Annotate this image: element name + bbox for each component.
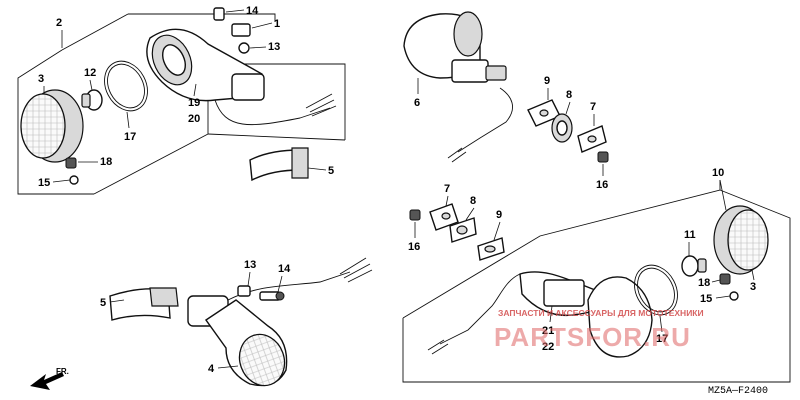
- callout-2: 2: [56, 17, 62, 29]
- callouts-mid: 7 8 9 16: [408, 183, 502, 253]
- front-label: FR.: [56, 367, 69, 376]
- callout-18: 18: [100, 156, 112, 168]
- callout-17b: 17: [656, 333, 668, 345]
- callout-14b: 14: [278, 263, 291, 275]
- front-direction-arrow: FR.: [30, 367, 69, 390]
- gasket-ring-front-left: [104, 60, 148, 112]
- callout-15: 15: [38, 177, 50, 189]
- diagram-code: MZ5A—F2400: [708, 386, 768, 397]
- callouts-rear-top: 6 9 8 7 16: [414, 75, 608, 191]
- callout-17: 17: [124, 131, 136, 143]
- callouts-bottom-left: 5 13 14 4: [100, 259, 291, 375]
- watermark: ЗАПЧАСТИ И АКСЕССУАРЫ ДЛЯ МОТОТЕХНИКИ PA…: [494, 308, 704, 352]
- lens-rear-right: [713, 205, 769, 275]
- bulb-front-left: [81, 89, 103, 111]
- callout-3: 3: [38, 73, 44, 85]
- housing-front-left: [146, 28, 337, 126]
- callout-21: 21: [542, 325, 554, 337]
- callout-9b: 9: [496, 209, 502, 221]
- callout-18b: 18: [698, 277, 710, 289]
- callout-15b: 15: [700, 293, 712, 305]
- callout-14: 14: [246, 5, 259, 17]
- callout-20: 20: [188, 113, 200, 125]
- callout-13: 13: [268, 41, 280, 53]
- spacers-rear-right-mid: [409, 203, 505, 261]
- callout-11: 11: [684, 229, 696, 241]
- screws-bottom-left: [237, 285, 285, 301]
- callout-3b: 3: [750, 281, 756, 293]
- bulb-rear-right: [681, 255, 707, 277]
- callout-12: 12: [84, 67, 96, 79]
- bolt-rear-right: [719, 273, 739, 301]
- lens-front-left: [20, 89, 84, 163]
- bracket-front-left: [249, 147, 309, 182]
- callout-5b: 5: [100, 297, 106, 309]
- callout-7: 7: [590, 101, 596, 113]
- assembly-frame-rear-right: [402, 180, 791, 383]
- watermark-tagline: ЗАПЧАСТИ И АКСЕССУАРЫ ДЛЯ МОТОТЕХНИКИ: [498, 308, 704, 318]
- callout-16b: 16: [408, 241, 420, 253]
- housing-bottom-left-unit-4: [187, 257, 373, 387]
- bracket-bottom-left: [109, 287, 179, 321]
- bolt-front-left: [65, 157, 79, 185]
- gasket-ring-rear-right: [634, 264, 678, 316]
- callout-16: 16: [596, 179, 608, 191]
- housing-rear-unit-6: [403, 11, 513, 163]
- callouts-rear-right: 10 11 18 3 15 17 21 22: [542, 167, 756, 353]
- callout-1: 1: [274, 18, 280, 30]
- callout-13b: 13: [244, 259, 256, 271]
- callouts-front-left: 2 3 12 17 19 20 18 15 14 1 13 5: [38, 5, 334, 189]
- callout-19: 19: [188, 97, 200, 109]
- callout-22: 22: [542, 341, 554, 353]
- screw-clip-front-left: [213, 7, 251, 54]
- callout-10: 10: [712, 167, 724, 179]
- callout-5: 5: [328, 165, 334, 177]
- callout-7b: 7: [444, 183, 450, 195]
- housing-rear-right: [427, 271, 653, 358]
- callout-8b: 8: [470, 195, 476, 207]
- callout-9: 9: [544, 75, 550, 87]
- spacers-rear-right-top: [527, 99, 609, 163]
- watermark-logo: PARTSFOR.RU: [494, 322, 691, 352]
- callout-4: 4: [208, 363, 215, 375]
- callout-6: 6: [414, 97, 420, 109]
- callout-8: 8: [566, 89, 572, 101]
